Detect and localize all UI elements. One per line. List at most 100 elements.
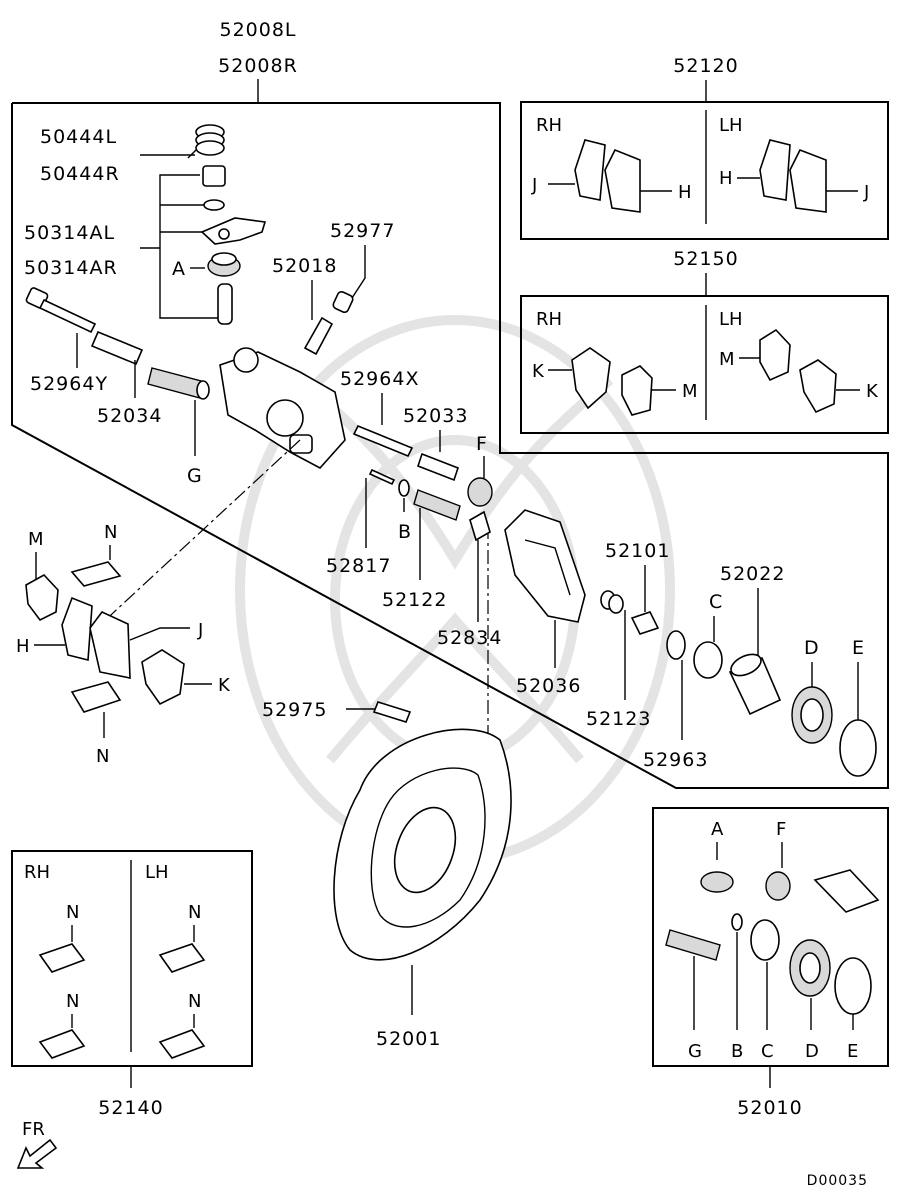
clip-set-n1-label: N	[66, 902, 79, 923]
bleeder-cap-52977	[332, 290, 354, 314]
alignment-line-pad	[99, 439, 301, 626]
kit-pin-boot-g	[665, 929, 721, 961]
loose-h-label: H	[16, 636, 30, 657]
pad-set-h-lh-label: H	[719, 168, 733, 189]
backing-plate-52001	[333, 728, 512, 961]
part-52101-label: 52101	[605, 540, 670, 562]
part-52001-label: 52001	[376, 1028, 441, 1050]
front-direction-arrow-icon	[16, 1138, 58, 1169]
lever-50314	[200, 217, 267, 245]
shim-set-rh-label: RH	[536, 309, 562, 330]
loose-clip-bottom	[70, 681, 122, 713]
pad-set-number-label: 52120	[673, 55, 738, 77]
part-50444r-label: 50444R	[40, 163, 120, 185]
spring-50444	[187, 124, 225, 159]
clip-set-n3-label: N	[66, 991, 79, 1012]
loose-shim-m	[25, 573, 59, 622]
bolt-52975	[372, 701, 412, 723]
clip-set-n2-label: N	[188, 902, 201, 923]
part-a-label: A	[172, 258, 186, 280]
clip-52834	[469, 510, 491, 542]
part-52022-label: 52022	[720, 563, 785, 585]
part-52977-label: 52977	[330, 220, 395, 242]
part-52033-label: 52033	[403, 405, 468, 427]
bracket-50314	[159, 174, 225, 319]
boot-f	[467, 477, 493, 507]
nut-and-washer	[202, 165, 226, 211]
bleeder-screw-52018	[303, 316, 334, 356]
pin-52817	[368, 468, 396, 486]
clip-set-number-label: 52140	[98, 1097, 163, 1119]
shims-lh	[759, 328, 837, 414]
seal-kit-e-label: E	[847, 1041, 858, 1062]
clip-set-box	[11, 850, 253, 1067]
part-52123-label: 52123	[586, 708, 651, 730]
part-52964x-label: 52964X	[340, 368, 419, 390]
dust-boot-d	[791, 686, 833, 744]
spring-52123	[600, 590, 624, 614]
pin-52122	[413, 489, 461, 521]
bolt-52964x	[352, 424, 414, 458]
part-52834-label: 52834	[437, 627, 502, 649]
loose-shim-k	[141, 649, 185, 706]
loose-m-label: M	[28, 529, 44, 550]
assembly-part-left-label: 52008L	[219, 19, 296, 41]
caliper-assembly-frame	[11, 102, 889, 789]
pin-50314	[217, 283, 233, 325]
brake-pads-rh	[574, 139, 641, 213]
piston-52022	[728, 653, 782, 716]
kit-grease-pack	[813, 869, 880, 913]
shim-set-k-rh-label: K	[532, 361, 545, 382]
part-52036-label: 52036	[516, 675, 581, 697]
leader-52977	[351, 245, 366, 299]
clip-set-lh-label: LH	[145, 862, 169, 883]
boot-a	[207, 252, 241, 277]
part-52964y-label: 52964Y	[30, 373, 108, 395]
part-b-label: B	[398, 521, 412, 543]
part-52975-label: 52975	[262, 699, 327, 721]
support-bracket-52036	[504, 509, 586, 623]
kit-boot-a	[700, 871, 734, 893]
part-52034-label: 52034	[97, 405, 162, 427]
pad-set-box	[520, 101, 889, 240]
seal-c	[693, 641, 723, 679]
caliper-body	[219, 347, 346, 470]
part-d-label: D	[804, 637, 820, 659]
diagram-code: D00035	[807, 1173, 868, 1187]
part-c-label: C	[709, 591, 723, 613]
seal-kit-d-label: D	[805, 1041, 819, 1062]
pad-set-j-rh-label: J	[531, 175, 537, 196]
part-50314al-label: 50314AL	[24, 222, 115, 244]
part-50444l-label: 50444L	[40, 126, 117, 148]
part-f-label: F	[476, 433, 488, 455]
part-52018-label: 52018	[272, 255, 337, 277]
kit-ring-b	[731, 913, 743, 931]
loose-n-bottom-label: N	[96, 746, 109, 767]
shim-set-box	[520, 295, 889, 434]
shim-set-m-lh-label: M	[719, 349, 735, 370]
sleeve-52034	[90, 330, 144, 366]
ring-e	[839, 719, 877, 777]
clips-lh	[158, 943, 206, 1059]
pin-boot-g	[147, 367, 210, 400]
loose-j-label: J	[197, 620, 203, 641]
part-e-label: E	[852, 637, 865, 659]
kit-seal-c	[750, 919, 780, 961]
leader-loose-j	[129, 627, 190, 641]
loose-k-label: K	[218, 675, 231, 696]
seal-kit-b-label: B	[731, 1041, 743, 1062]
loose-n-top-label: N	[104, 522, 117, 543]
seal-kit-c-label: C	[761, 1041, 774, 1062]
part-52963-label: 52963	[643, 749, 708, 771]
pad-set-lh-label: LH	[719, 115, 743, 136]
clip-set-n4-label: N	[188, 991, 201, 1012]
bolt-52964y	[25, 287, 97, 334]
loose-clip-top	[70, 561, 122, 587]
loose-pads	[61, 596, 131, 679]
clips-rh	[38, 943, 86, 1059]
brake-pads-lh	[759, 139, 827, 213]
retainer-52101	[630, 611, 660, 635]
part-52122-label: 52122	[382, 589, 447, 611]
shims-rh	[571, 347, 653, 416]
